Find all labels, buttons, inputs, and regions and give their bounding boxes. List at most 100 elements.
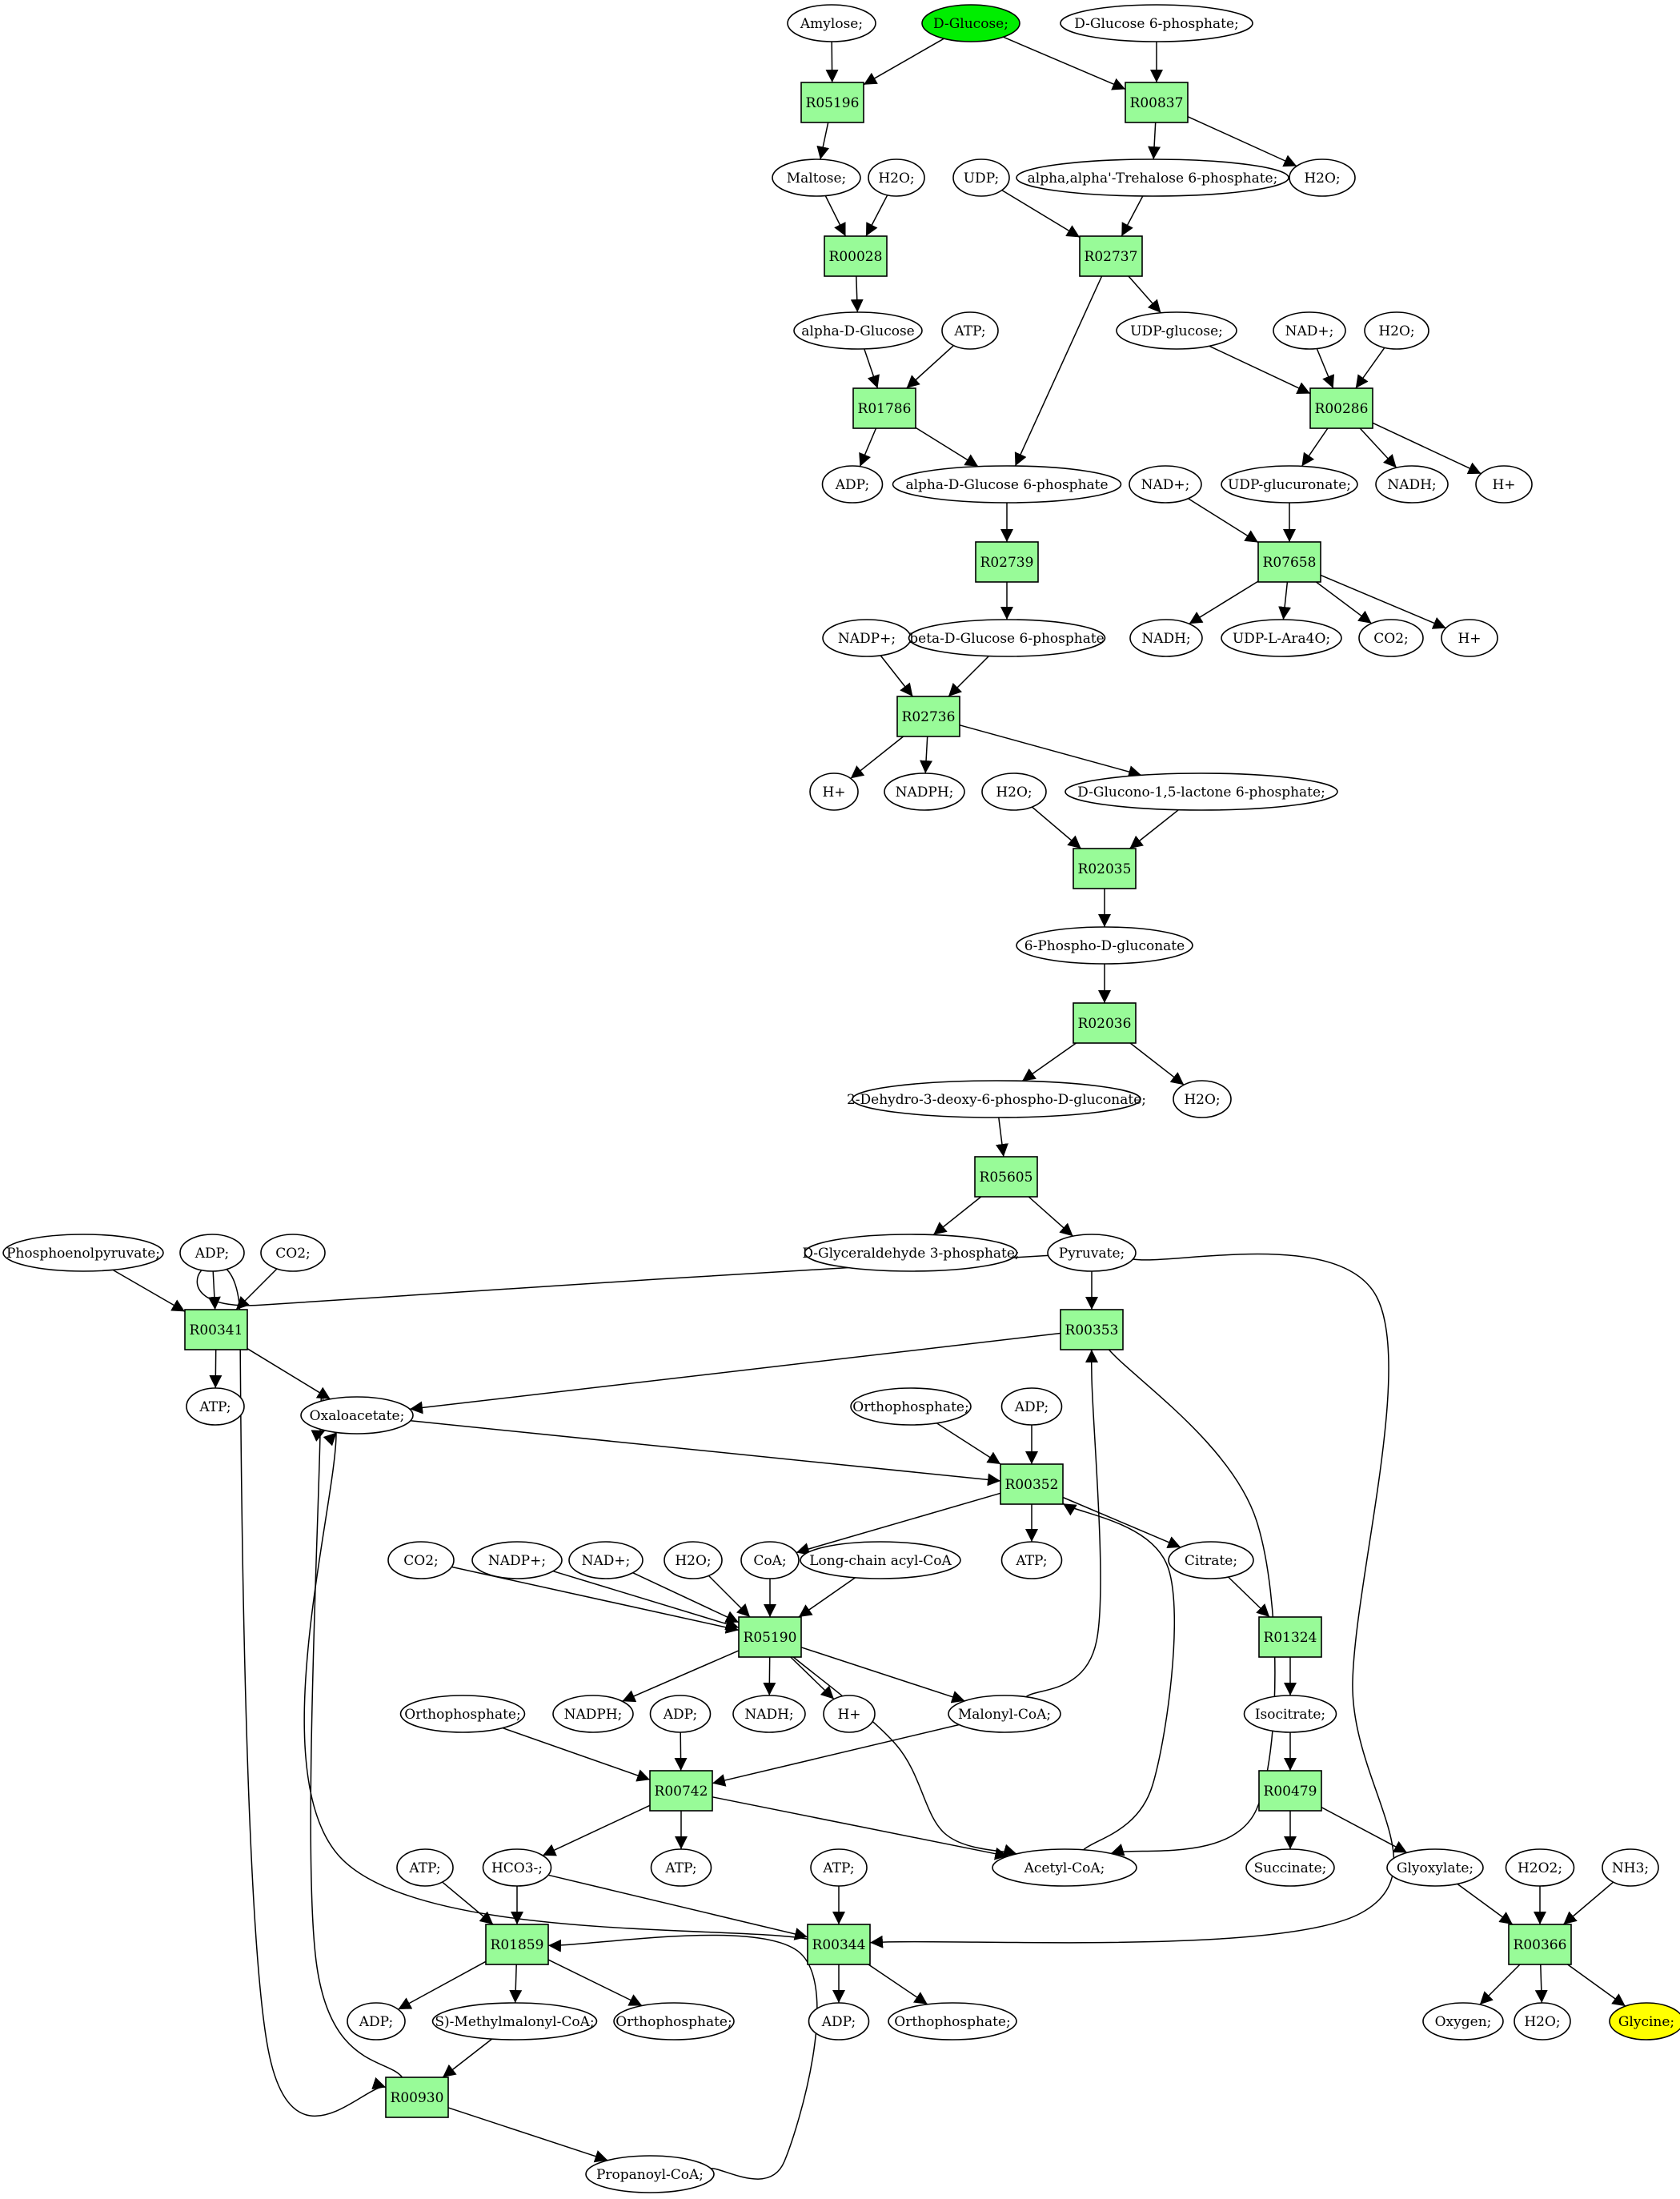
metabolite-node[interactable]: ATP;: [650, 1848, 712, 1887]
metabolite-node[interactable]: S)-Methylmalonyl-CoA;: [431, 2002, 598, 2040]
metabolite-node[interactable]: NADH;: [732, 1695, 806, 1733]
metabolite-node[interactable]: UDP;: [952, 159, 1010, 197]
reaction-node-R00028[interactable]: R00028: [824, 235, 888, 277]
metabolite-node[interactable]: H2O;: [1289, 159, 1356, 197]
reaction-node-R00930[interactable]: R00930: [385, 2077, 449, 2118]
reaction-node-R02035[interactable]: R02035: [1073, 848, 1137, 889]
metabolite-node[interactable]: NAD+;: [568, 1541, 644, 1579]
metabolite-node[interactable]: CoA;: [740, 1541, 800, 1579]
metabolite-node[interactable]: ATP;: [941, 311, 999, 350]
metabolite-node[interactable]: H2O;: [664, 1541, 723, 1579]
metabolite-node[interactable]: HCO3-;: [482, 1848, 552, 1887]
metabolite-node[interactable]: Propanoyl-CoA;: [585, 2155, 715, 2193]
metabolite-node[interactable]: Orthophosphate;: [850, 1387, 972, 1426]
metabolite-node[interactable]: Long-chain acyl-CoA: [800, 1541, 961, 1579]
metabolite-node[interactable]: NADPH;: [552, 1695, 634, 1733]
metabolite-node[interactable]: H+: [809, 772, 859, 811]
metabolite-node[interactable]: Oxaloacetate;: [300, 1396, 414, 1435]
metabolite-ellipse: [1221, 619, 1342, 657]
metabolite-node[interactable]: ATP;: [1000, 1541, 1063, 1579]
metabolite-node[interactable]: 6-Phospho-D-gluconate: [1016, 926, 1193, 965]
metabolite-node[interactable]: Orthophosphate;: [888, 2002, 1017, 2040]
metabolite-node[interactable]: ADP;: [1000, 1387, 1063, 1426]
metabolite-node[interactable]: H2O2;: [1505, 1848, 1575, 1887]
reaction-node-R05190[interactable]: R05190: [738, 1616, 802, 1658]
reaction-node-R00479[interactable]: R00479: [1258, 1770, 1322, 1812]
metabolite-node[interactable]: NADPH;: [884, 772, 965, 811]
metabolite-node[interactable]: ADP;: [649, 1695, 712, 1733]
metabolite-node[interactable]: beta-D-Glucose 6-phosphate: [908, 619, 1106, 657]
metabolite-node[interactable]: NADP+;: [822, 619, 912, 657]
metabolite-node[interactable]: UDP-L-Ara4O;: [1221, 619, 1342, 657]
metabolite-node[interactable]: Amylose;: [787, 4, 876, 42]
reaction-node-R01786[interactable]: R01786: [852, 387, 916, 429]
metabolite-node[interactable]: Succinate;: [1245, 1848, 1335, 1887]
reaction-node-R02737[interactable]: R02737: [1079, 235, 1143, 277]
metabolite-node[interactable]: Oxygen;: [1422, 2002, 1504, 2040]
metabolite-node[interactable]: NAD+;: [1273, 311, 1346, 350]
metabolite-node[interactable]: D-Glucose 6-phosphate;: [1060, 4, 1253, 42]
metabolite-node[interactable]: Orthophosphate;: [613, 2002, 735, 2040]
reaction-node-R02036[interactable]: R02036: [1073, 1002, 1137, 1044]
metabolite-node[interactable]: NADH;: [1375, 465, 1449, 504]
metabolite-node[interactable]: D-Glucono-1,5-lactone 6-phosphate;: [1065, 772, 1338, 811]
reaction-node-R01859[interactable]: R01859: [485, 1924, 549, 1965]
metabolite-node[interactable]: Acetyl-CoA;: [992, 1848, 1137, 1887]
metabolite-node[interactable]: ADP;: [179, 1234, 245, 1272]
metabolite-node[interactable]: alpha,alpha'-Trehalose 6-phosphate;: [1016, 159, 1289, 197]
reaction-node-R00837[interactable]: R00837: [1125, 82, 1189, 123]
metabolite-node[interactable]: Malonyl-CoA;: [948, 1695, 1061, 1733]
metabolite-node[interactable]: H+: [1475, 465, 1533, 504]
reaction-node-R02736[interactable]: R02736: [896, 696, 960, 737]
metabolite-node[interactable]: ATP;: [186, 1387, 245, 1426]
reaction-node-R05605[interactable]: R05605: [974, 1156, 1038, 1198]
metabolite-node[interactable]: 2-Dehydro-3-deoxy-6-phospho-D-gluconate;: [847, 1080, 1146, 1118]
metabolite-node[interactable]: CO2;: [260, 1234, 326, 1272]
metabolite-node[interactable]: H+: [823, 1695, 876, 1733]
metabolite-node[interactable]: UDP-glucose;: [1116, 311, 1237, 350]
metabolite-node[interactable]: ATP;: [396, 1848, 454, 1887]
metabolite-node[interactable]: NAD+;: [1129, 465, 1202, 504]
metabolite-node[interactable]: alpha-D-Glucose: [793, 311, 923, 350]
reaction-node-R00286[interactable]: R00286: [1309, 387, 1373, 429]
metabolite-node[interactable]: ATP;: [810, 1848, 868, 1887]
edge-R00341-to-m39: [247, 1348, 331, 1400]
metabolite-node[interactable]: ADP;: [808, 2002, 870, 2040]
reaction-node-R00344[interactable]: R00344: [807, 1924, 871, 1965]
metabolite-node[interactable]: H2O;: [981, 772, 1047, 811]
reaction-node-R07658[interactable]: R07658: [1257, 541, 1321, 583]
reaction-box: [1079, 235, 1143, 277]
metabolite-node[interactable]: alpha-D-Glucose 6-phosphate: [892, 465, 1122, 504]
reaction-node-R00366[interactable]: R00366: [1508, 1924, 1572, 1965]
metabolite-node[interactable]: CO2;: [1358, 619, 1424, 657]
metabolite-node[interactable]: Citrate;: [1168, 1541, 1254, 1579]
metabolite-node[interactable]: Glycine;: [1609, 2002, 1680, 2040]
metabolite-node[interactable]: H2O;: [868, 159, 925, 197]
reaction-node-R00341[interactable]: R00341: [184, 1309, 248, 1350]
metabolite-node[interactable]: D-Glucose;: [921, 4, 1020, 42]
metabolite-node[interactable]: NH3;: [1602, 1848, 1659, 1887]
metabolite-node[interactable]: H2O;: [1173, 1080, 1232, 1118]
reaction-node-R00353[interactable]: R00353: [1060, 1309, 1124, 1350]
reaction-node-R00742[interactable]: R00742: [649, 1770, 713, 1812]
metabolite-node[interactable]: D-Glyceraldehyde 3-phosphate;: [802, 1234, 1020, 1272]
metabolite-node[interactable]: Pyruvate;: [1047, 1234, 1137, 1272]
metabolite-node[interactable]: NADH;: [1129, 619, 1203, 657]
reaction-node-R01324[interactable]: R01324: [1258, 1616, 1322, 1658]
reaction-node-R02739[interactable]: R02739: [975, 541, 1039, 583]
metabolite-node[interactable]: Maltose;: [772, 159, 861, 197]
metabolite-node[interactable]: Isocitrate;: [1243, 1695, 1337, 1733]
metabolite-node[interactable]: H2O;: [1364, 311, 1429, 350]
metabolite-node[interactable]: NADP+;: [471, 1541, 563, 1579]
metabolite-node[interactable]: H2O;: [1514, 2002, 1571, 2040]
metabolite-node[interactable]: ADP;: [821, 465, 884, 504]
reaction-node-R00352[interactable]: R00352: [1000, 1463, 1064, 1505]
metabolite-node[interactable]: UDP-glucuronate;: [1221, 465, 1358, 504]
reaction-node-R05196[interactable]: R05196: [800, 82, 864, 123]
metabolite-node[interactable]: Phosphoenolpyruvate;: [2, 1234, 164, 1272]
metabolite-node[interactable]: Glyoxylate;: [1386, 1848, 1484, 1887]
metabolite-node[interactable]: ADP;: [347, 2002, 406, 2040]
metabolite-node[interactable]: Orthophosphate;: [399, 1695, 526, 1733]
metabolite-node[interactable]: H+: [1441, 619, 1498, 657]
metabolite-node[interactable]: CO2;: [387, 1541, 455, 1579]
